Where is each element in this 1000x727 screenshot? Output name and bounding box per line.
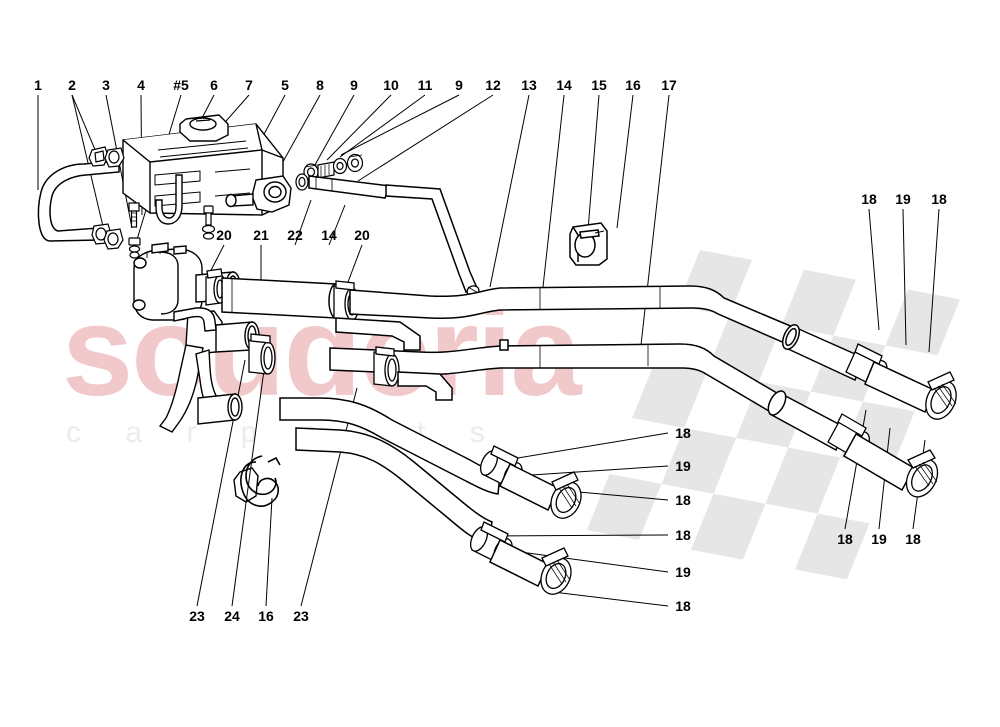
callout-label-2: 2 [68,77,76,93]
hose-clamp-18-lr2 [905,449,939,498]
callout-label-20a: 20 [216,227,232,243]
expansion-tank [122,123,284,216]
callout-label-16b: 16 [258,608,274,624]
hose-bridge-a [397,371,453,401]
coolant-hose-mid-2 [295,427,493,545]
thermostat-housing [158,307,260,433]
hose-clamp-18-ur2 [925,371,957,420]
fitting-10 [317,161,335,179]
overflow-hose-13 [385,184,479,293]
hose-end-lower-right [767,390,847,452]
callout-label-18-rc1: 18 [675,425,691,441]
callout-label-13: 13 [521,77,537,93]
hose-clamp-23a [248,333,276,375]
callout-label-16a: 16 [625,77,641,93]
hose-section-19-lr [842,432,916,492]
coolant-hose-mid-1 [279,397,501,495]
hose-end-upper-right [781,324,865,382]
fitting-9b [346,153,364,173]
hose-clip-3b [103,228,124,250]
leader-lines-right-column [485,432,669,607]
callout-label-18-rc4: 18 [675,598,691,614]
hose-clip-2a [88,146,109,167]
leader-lines-upper-right [868,208,940,353]
tank-outlet-bracket [225,175,292,213]
callout-label-8: 8 [316,77,324,93]
callout-label-10: 10 [383,77,399,93]
hose-section-19-m1 [499,462,559,512]
callout-label-12: 12 [485,77,501,93]
callout-label-5: 5 [281,77,289,93]
callout-label-19-rc2: 19 [675,564,691,580]
bolt-4 [128,202,140,228]
callout-label-19-rc1: 19 [675,458,691,474]
callout-label-11: 11 [417,77,433,93]
callout-label-23b: 23 [293,608,309,624]
expansion-tank-cap [179,114,229,142]
spring-clip-24 [240,455,281,507]
callout-label-22: 22 [287,227,303,243]
hose-section-19-m2 [489,538,549,588]
callout-label-14b: 14 [321,227,337,243]
pipe-clip-16 [233,467,259,503]
callout-label-9a: 9 [350,77,358,93]
callout-label-19-lr: 19 [871,531,887,547]
callout-label-17: 17 [661,77,677,93]
callout-label-20b: 20 [354,227,370,243]
pipe-clip-bracket-15 [569,222,608,266]
hose-clip-3a [104,147,125,168]
callout-label-18-lr2: 18 [905,531,921,547]
coolant-hose-1 [37,160,120,242]
hose-clamp-18-m4 [540,547,572,595]
callout-label-15: 15 [591,77,607,93]
callout-label-18-ur2: 18 [931,191,947,207]
callout-label-21: 21 [253,227,269,243]
callout-label-6: 6 [210,77,218,93]
hose-clamp-14a [295,173,309,191]
callout-label-4: 4 [137,77,145,93]
fitting-11 [332,157,348,175]
bolt-7 [201,205,216,240]
callout-label-9b: 9 [455,77,463,93]
bolt-5-hash [128,237,141,259]
callout-label-24: 24 [224,608,240,624]
callout-label-19-ur: 19 [895,191,911,207]
callout-label-14a: 14 [556,77,572,93]
coolant-hose-21 [221,277,344,319]
hose-clamp-18-m2 [550,471,582,519]
callout-label-7: 7 [245,77,253,93]
callout-label-18-rc3: 18 [675,527,691,543]
tank-return-tube [155,174,183,225]
callout-label-18-lr1: 18 [837,531,853,547]
callout-label-18-rc2: 18 [675,492,691,508]
hose-clamp-20c [373,346,400,387]
hose-section-19-ur [864,360,935,414]
callout-label-hash5: #5 [173,77,189,93]
callout-label-3: 3 [102,77,110,93]
callout-label-18-ur1: 18 [861,191,877,207]
hose-bridge-b [335,317,421,351]
callout-label-1: 1 [34,77,42,93]
overflow-hose-12 [308,175,392,199]
callout-label-23a: 23 [189,608,205,624]
